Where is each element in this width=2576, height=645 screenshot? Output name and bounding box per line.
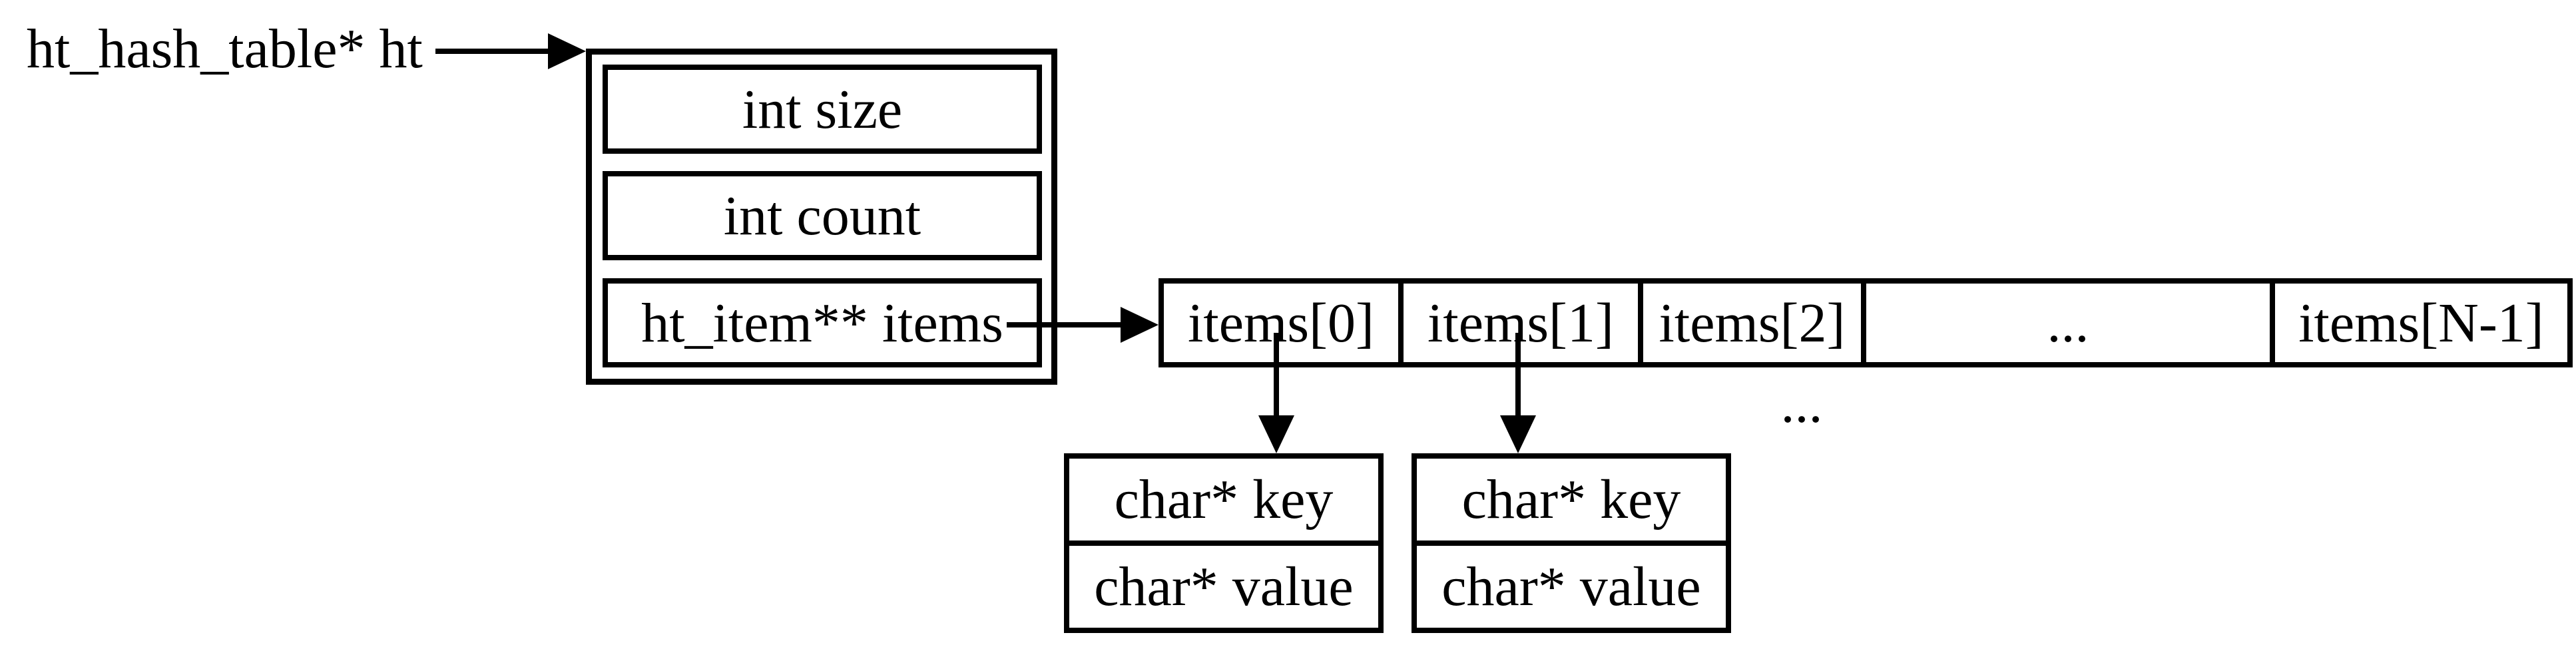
item0-key-field: char* key xyxy=(1069,459,1378,546)
struct-field-items: ht_item** items xyxy=(603,278,1042,367)
continuation-ellipsis: ... xyxy=(1780,373,1823,435)
arrowhead-right-icon xyxy=(1121,307,1159,343)
arrowhead-down-icon xyxy=(1500,415,1536,453)
array-cell-1: items[1] xyxy=(1404,284,1643,362)
array-cell-last: items[N-1] xyxy=(2298,292,2544,354)
pointer-variable-label: ht_hash_table* ht xyxy=(27,18,423,80)
arrowhead-right-icon xyxy=(548,33,586,69)
arrow-line-items1-to-item xyxy=(1515,333,1521,421)
items-array: items[0] items[1] items[2] ... items[N-1… xyxy=(1159,278,2573,367)
item1-value-field: char* value xyxy=(1441,556,1701,618)
ht-item-struct-0: char* key char* value xyxy=(1064,453,1384,633)
arrowhead-down-icon xyxy=(1258,415,1294,453)
array-cell-0: items[0] xyxy=(1164,284,1404,362)
ht-item-struct-1: char* key char* value xyxy=(1412,453,1731,633)
arrow-line-ht-to-struct xyxy=(435,49,550,54)
item0-value-field: char* value xyxy=(1094,556,1354,618)
struct-field-size: int size xyxy=(603,65,1042,154)
item1-key-field: char* key xyxy=(1417,459,1726,546)
array-cell-ellipsis: ... xyxy=(1866,284,2275,362)
arrow-line-items-to-array xyxy=(1007,322,1127,327)
array-cell-2: items[2] xyxy=(1643,284,1866,362)
hash-table-struct-box: int size int count ht_item** items xyxy=(586,49,1057,385)
struct-field-count: int count xyxy=(603,171,1042,260)
arrow-line-items0-to-item xyxy=(1274,333,1279,421)
